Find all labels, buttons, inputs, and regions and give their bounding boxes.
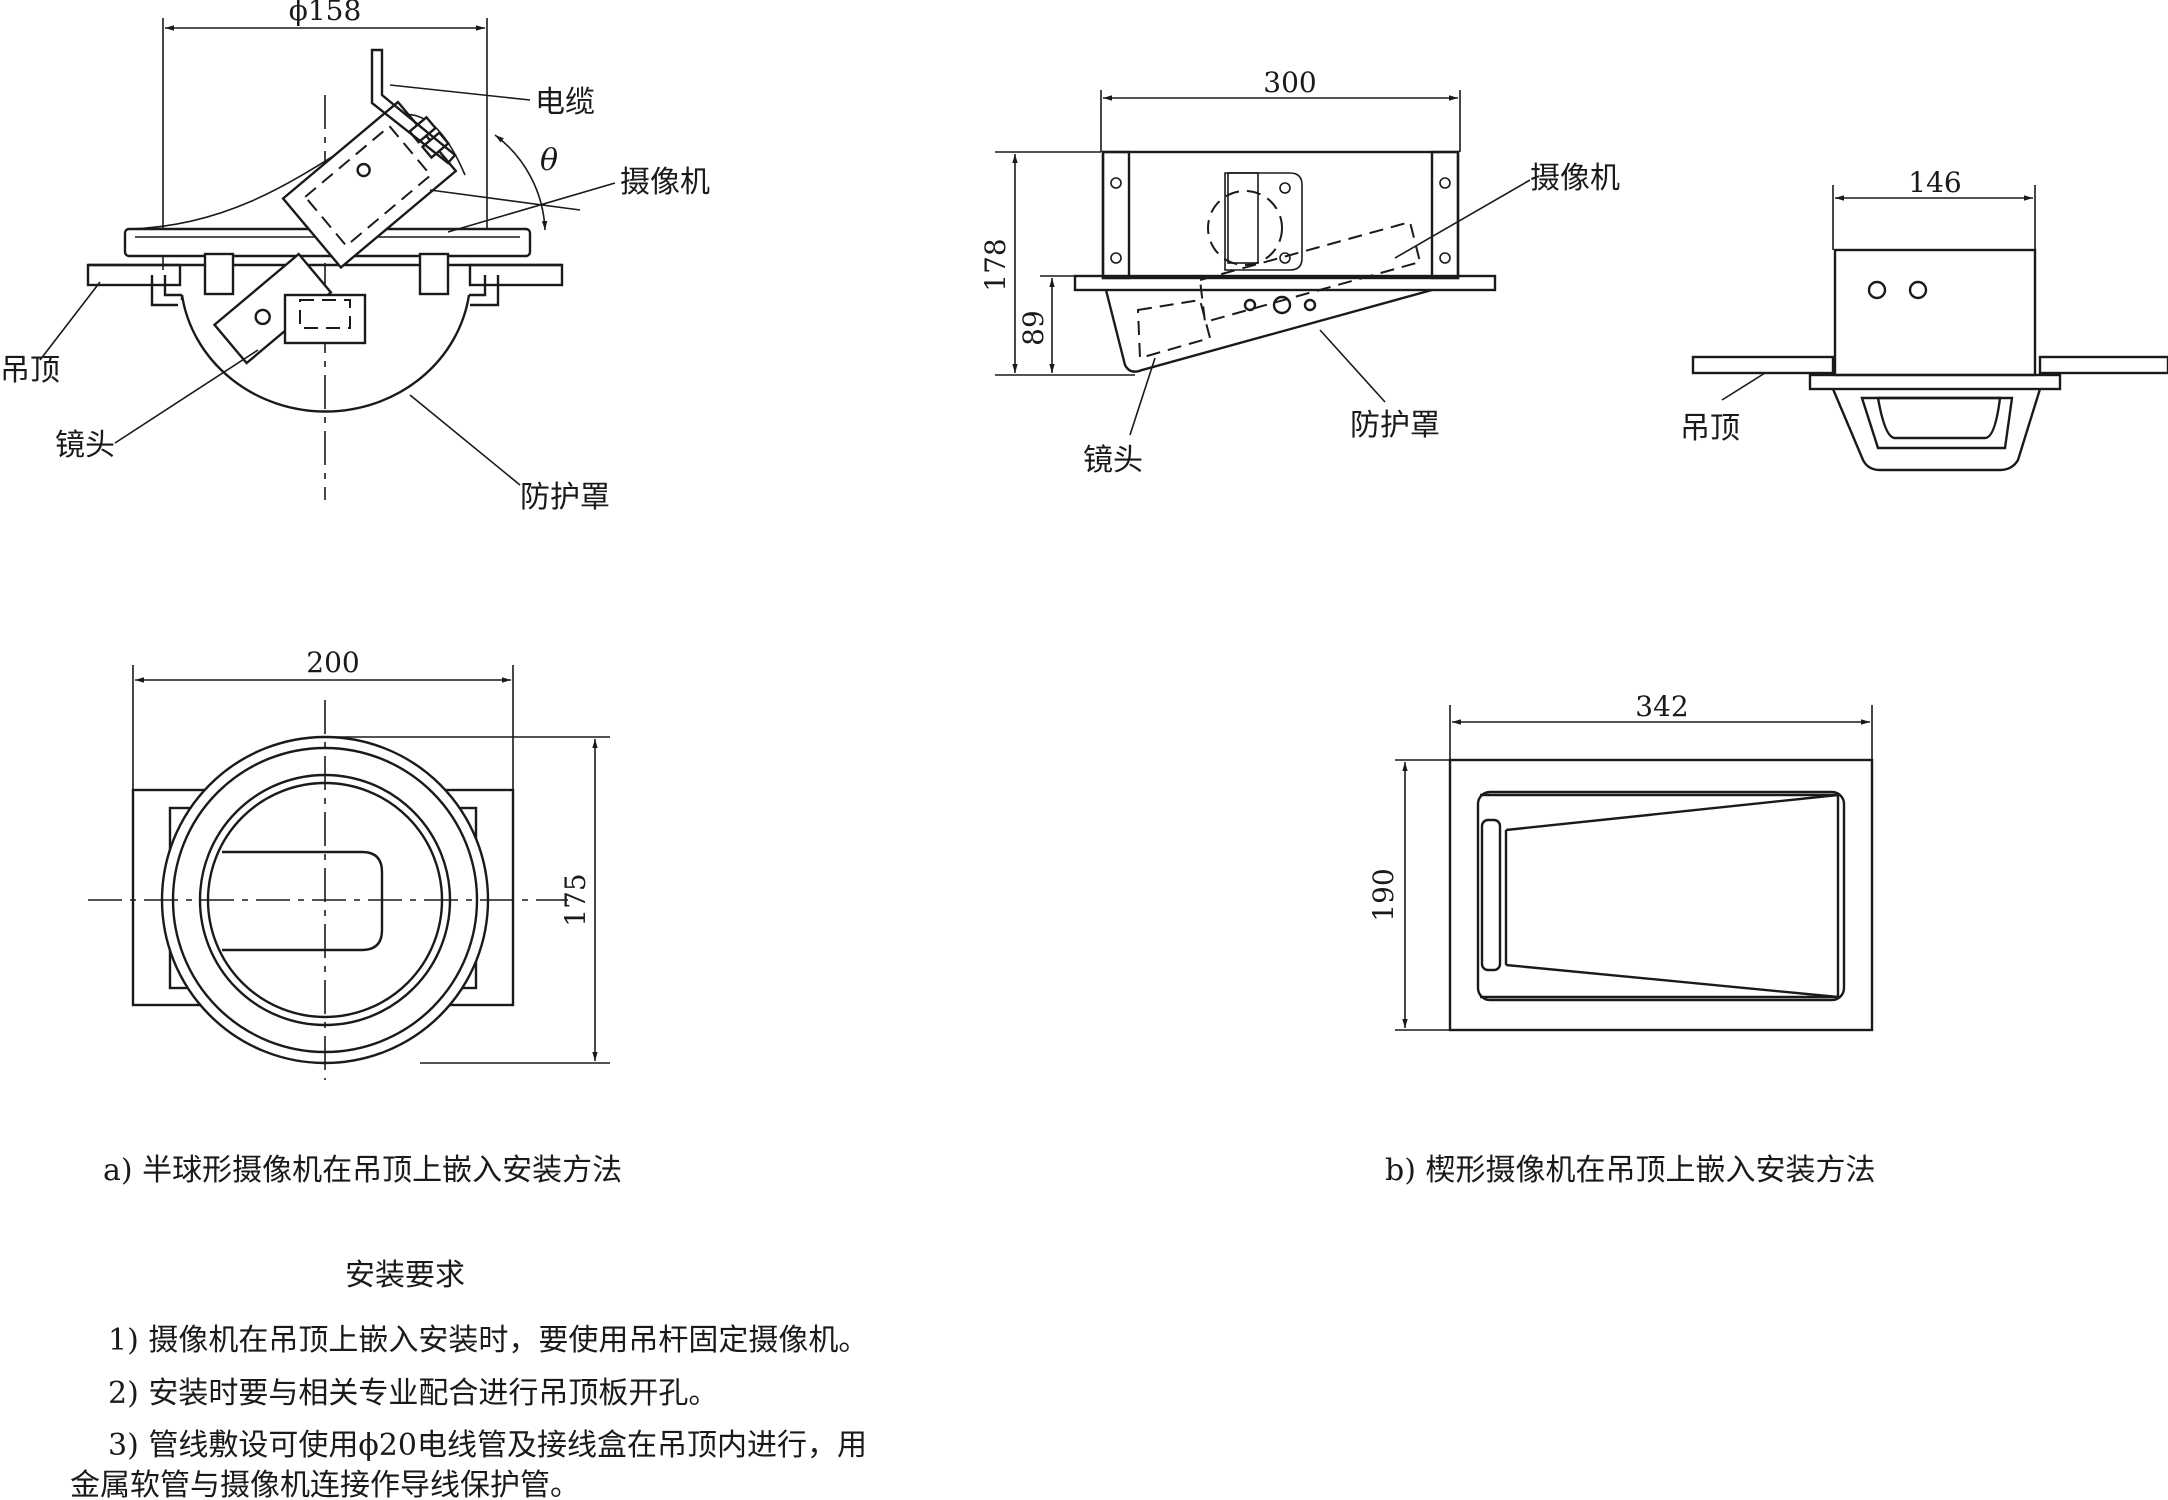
requirements-title: 安装要求 (345, 1258, 465, 1293)
caption-b: b) 楔形摄像机在吊顶上嵌入安装方法 (1385, 1153, 1875, 1188)
label-lens-b: 镜头 (1083, 443, 1143, 478)
flange (1073, 274, 1497, 292)
angle-theta: θ (540, 143, 558, 178)
caption-a: a) 半球形摄像机在吊顶上嵌入安装方法 (103, 1153, 622, 1188)
lens-window (222, 850, 384, 952)
dim-bottom-height-b: 190 (1367, 868, 1400, 921)
dim-front-height: 178 (979, 238, 1012, 291)
label-ceiling: 吊顶 (0, 353, 60, 388)
leader (1721, 372, 1766, 401)
requirement-2: 2) 安装时要与相关专业配合进行吊顶板开孔。 (108, 1376, 718, 1411)
cable (370, 48, 457, 165)
requirement-3-cont: 金属软管与摄像机连接作导线保护管。 (70, 1468, 580, 1500)
dome (180, 294, 471, 413)
side-housing (1831, 388, 2042, 472)
leader (39, 281, 101, 361)
lens-slot (1480, 818, 1502, 972)
label-cable: 电缆 (535, 85, 595, 120)
leader (409, 394, 521, 486)
label-camera: 摄像机 (620, 165, 710, 200)
lens-mount (283, 293, 367, 345)
dim-front-lower: 89 (1017, 310, 1050, 346)
lens-dashed (1136, 298, 1212, 360)
leader (447, 182, 616, 233)
leader (1394, 179, 1531, 259)
requirement-3: 3) 管线敷设可使用ϕ20电线管及接线盒在吊顶内进行，用 (108, 1428, 867, 1463)
requirement-1: 1) 摄像机在吊顶上嵌入安装时，要使用吊杆固定摄像机。 (108, 1323, 868, 1358)
figure-a-side-view: ϕ158 (0, 0, 710, 515)
installation-requirements: 安装要求 1) 摄像机在吊顶上嵌入安装时，要使用吊杆固定摄像机。 2) 安装时要… (70, 1258, 868, 1500)
ceiling-slab-right-b (2038, 355, 2168, 375)
side-rail (1430, 150, 1460, 280)
leader (114, 349, 259, 444)
label-lens: 镜头 (55, 428, 115, 463)
camera-dashed (1198, 220, 1422, 324)
bottom-frame (1448, 758, 1874, 1032)
figure-b-bottom-view: 342 190 (1367, 690, 1874, 1032)
side-rail (1101, 150, 1131, 280)
dim-bottom-width-b: 342 (1635, 690, 1688, 723)
label-ceiling-b: 吊顶 (1680, 411, 1740, 446)
camera-body (281, 100, 458, 270)
figure-b-side-view: 146 吊顶 (1680, 166, 2168, 472)
wedge-housing (1104, 288, 1433, 373)
dim-side-width: 146 (1908, 166, 1961, 199)
leader (389, 84, 531, 101)
leader (1319, 329, 1386, 403)
figure-a-plan-view: 200 175 (88, 646, 610, 1080)
figure-b-front-view: 300 178 89 摄像机 防护罩 镜头 (979, 66, 1620, 478)
ceiling-slab-left-b (1691, 355, 1835, 375)
label-camera-b: 摄像机 (1530, 161, 1620, 196)
dim-bottom-width: 200 (306, 646, 359, 679)
label-housing-b: 防护罩 (1350, 408, 1440, 443)
mount-bracket (1224, 172, 1303, 271)
bracket (418, 252, 450, 296)
side-box (1833, 248, 2037, 377)
angle-arc (494, 134, 548, 231)
leader (1129, 357, 1156, 436)
label-housing: 防护罩 (520, 480, 610, 515)
dim-front-width: 300 (1263, 66, 1316, 99)
bracket (203, 252, 235, 296)
dim-top-width: ϕ158 (289, 0, 362, 27)
side-flange (1808, 373, 2062, 391)
bottom-window (1476, 790, 1846, 1002)
